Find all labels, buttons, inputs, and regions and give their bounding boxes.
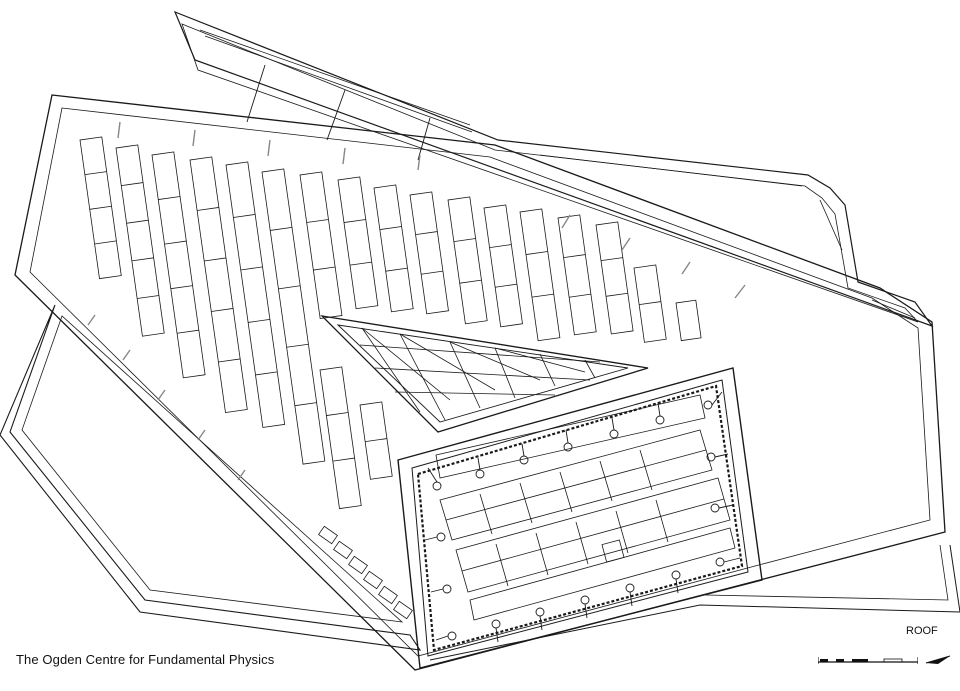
drawing-title: The Ogden Centre for Fundamental Physics: [16, 652, 275, 667]
upper-wing-outline: [173, 10, 934, 328]
lower-wing-outline: [0, 304, 960, 661]
triangular-skylight: [320, 315, 649, 433]
level-label: ROOF: [906, 625, 938, 637]
rectangular-roof-module: [397, 367, 763, 669]
north-arrow-icon: [925, 655, 951, 664]
roof-panel-rows: [79, 136, 702, 620]
main-block-outline: [14, 94, 946, 671]
edge-ticks: [87, 121, 746, 481]
scale-bar-icon: [818, 657, 918, 664]
